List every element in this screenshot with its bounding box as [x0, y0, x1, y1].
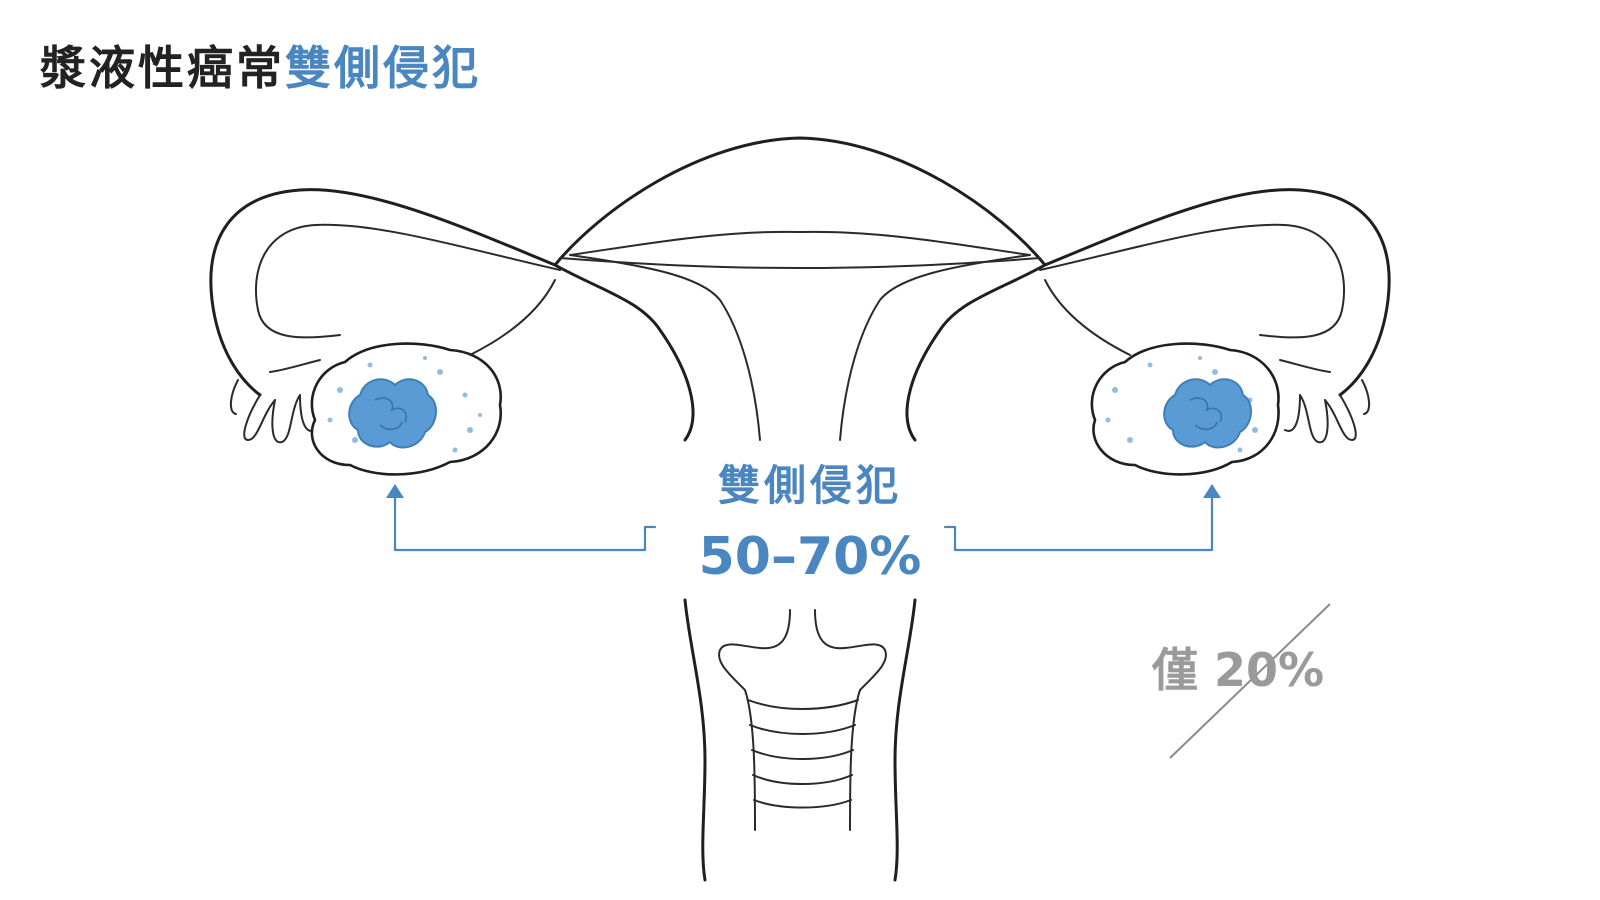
- bilateral-percent: 50–70%: [698, 527, 922, 587]
- left-ovarian-ligament: [469, 279, 556, 356]
- fundus-inner-line: [559, 257, 1041, 269]
- right-fimbriae: [1279, 359, 1370, 444]
- left-fimbriae: [230, 359, 321, 444]
- uterus-outer-outline: [553, 136, 1047, 442]
- cervix-right: [814, 609, 887, 831]
- old-stat-label: 僅 20%: [1152, 643, 1325, 697]
- cervix-left: [718, 609, 791, 831]
- title-accent-part: 雙側侵犯: [285, 41, 481, 95]
- right-tumor: [1163, 378, 1252, 449]
- left-tumor: [348, 378, 437, 449]
- uterine-cavity: [569, 230, 1031, 441]
- left-fallopian-tube-outer: [209, 188, 557, 397]
- right-ovarian-ligament: [1044, 279, 1131, 356]
- old-stat-strikethrough: [1169, 603, 1331, 759]
- right-ovary-dots: [1105, 356, 1258, 453]
- right-arrow: [943, 484, 1221, 552]
- left-arrow: [386, 484, 657, 552]
- vaginal-rugae: [747, 699, 859, 809]
- bilateral-label: 雙側侵犯: [717, 461, 902, 510]
- right-fallopian-tube-outer: [1043, 188, 1391, 397]
- right-fallopian-tube-inner: [1039, 223, 1346, 339]
- title-dark-part: 漿液性癌常: [40, 41, 285, 95]
- slide-title: 漿液性癌常雙側侵犯: [40, 38, 481, 98]
- vagina-left-wall: [683, 598, 707, 882]
- vagina-right-wall: [893, 598, 917, 882]
- left-fallopian-tube-inner: [254, 223, 561, 339]
- left-ovary-dots: [327, 356, 482, 453]
- uterus-left-side: [553, 263, 695, 442]
